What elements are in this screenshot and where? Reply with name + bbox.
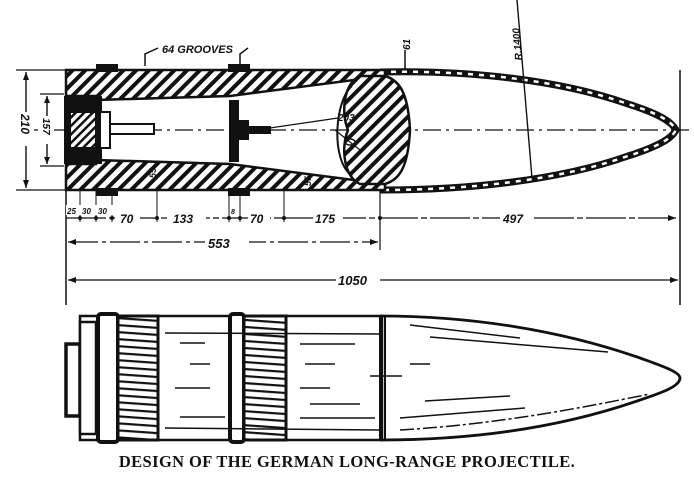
exterior-band-front [242, 314, 288, 442]
grooves-label: 64 GROOVES [162, 44, 234, 56]
wall-left-label: 55 [148, 167, 158, 178]
figure-caption: DESIGN OF THE GERMAN LONG-RANGE PROJECTI… [118, 452, 576, 471]
shell-thickness-label: 61 [402, 38, 413, 50]
dim-553: 553 [208, 236, 230, 251]
dim-30a: 30 [82, 207, 91, 216]
wall-right-label: 55 [303, 175, 313, 186]
dim-30b: 30 [98, 207, 107, 216]
outer-diameter-label: 210 [18, 113, 32, 134]
rotating-band-rear [96, 64, 118, 72]
dim-70b: 70 [250, 212, 264, 226]
exterior-base [64, 342, 82, 418]
dim-175: 175 [315, 212, 335, 226]
inner-diameter-label: 157 [40, 118, 51, 135]
exterior-view [64, 312, 682, 444]
rotating-band-front [228, 64, 250, 72]
section-view: 64 GROOVES 61 R.1400 203 55 55 210 157 [16, 0, 690, 305]
head-block [342, 74, 412, 186]
bulkhead [229, 100, 239, 162]
inner-radius-label: 203 [337, 113, 355, 124]
dim-133: 133 [173, 212, 193, 226]
dim-25: 25 [66, 207, 76, 216]
dimension-row-1: 25 30 30 70 133 8 70 175 497 [66, 205, 534, 226]
dim-497: 497 [502, 212, 524, 226]
dim-1050: 1050 [338, 273, 368, 288]
nose-radius-label: R.1400 [511, 27, 525, 61]
exterior-band-rear [116, 314, 160, 442]
exterior-nose [379, 314, 682, 442]
dim-70a: 70 [120, 212, 134, 226]
dim-8: 8 [231, 209, 235, 216]
